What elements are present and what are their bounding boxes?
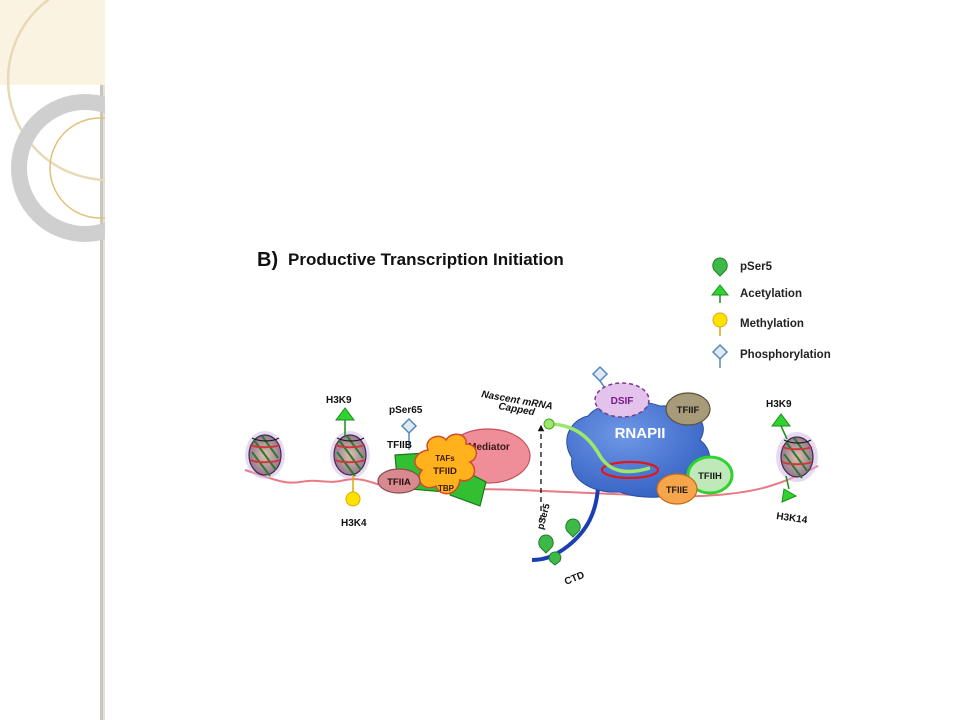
dsif-phosphorylation-icon: [591, 365, 609, 383]
h3k9-right-label: H3K9: [766, 399, 792, 410]
legend-item-acetylation: Acetylation: [710, 284, 802, 303]
tfiid-complex: [414, 433, 478, 495]
h3k4-mark: H3K4: [341, 475, 367, 529]
nucleosome-dna-wrap: [783, 439, 812, 444]
rnapii-label: RNAPII: [615, 425, 666, 442]
tfiih-label: TFIIH: [698, 471, 722, 482]
nucleosome-dna-wrap: [251, 437, 280, 442]
h3k9-left-mark: H3K9: [326, 395, 355, 436]
ctd-tail: [531, 487, 600, 562]
legend-item-phosphorylation: Phosphorylation: [711, 343, 831, 368]
phosphorylation-diamond-icon: [711, 343, 729, 361]
h3k4-methylation-icon: [345, 491, 361, 507]
nucleosome-left-1: [245, 431, 285, 479]
tfiif-label: TFIIF: [677, 405, 700, 416]
dsif-factor: DSIF: [591, 365, 650, 418]
mrna-cap: [543, 418, 555, 430]
acetylation-triangle-icon: [710, 284, 730, 296]
legend-label-pser5: pSer5: [740, 261, 773, 273]
methylation-circle-icon: [712, 312, 728, 328]
pser65-phosphorylation-icon: [400, 417, 418, 435]
ctd-pser5-icon-3: [548, 551, 562, 566]
dsif-ellipse: [594, 382, 650, 418]
transcription-bubble: [600, 460, 660, 480]
pser65-label: pSer65: [389, 405, 423, 416]
ctd-pser5-icon-2: [565, 518, 581, 538]
dna-strand: [244, 465, 819, 498]
h3k14-label: H3K14: [776, 511, 809, 526]
ctd-pser5-icon-1: [538, 534, 554, 554]
rnapii-complex: RNAPII: [543, 400, 711, 498]
nucleosome-right: [776, 432, 818, 482]
nascent-mrna-strand: [547, 422, 651, 474]
tfiia-complex: [377, 468, 421, 494]
nucleosome-dna-wrap: [336, 437, 365, 442]
left-border-line: [103, 0, 105, 720]
nucleosome-red-bands: [249, 444, 281, 464]
legend-item-pser5: pSer5: [712, 257, 773, 277]
tfiib-label: TFIIB: [387, 440, 412, 451]
pser5-teardrop-icon: [712, 257, 728, 277]
pser65-mark: pSer65: [389, 405, 423, 450]
h3k14-mark: H3K14: [776, 475, 809, 526]
tfiie-label: TFIIE: [666, 485, 688, 495]
tfiif-factor: [665, 392, 711, 426]
legend-label-methylation: Methylation: [740, 318, 804, 330]
mediator-label: Mediator: [468, 442, 510, 453]
h3k9-left-label: H3K9: [326, 395, 352, 406]
tfiid-label: TFIID: [433, 466, 457, 477]
left-border-shadow: [100, 0, 105, 720]
preinitiation-complex: pSer65 TFIIB Mediator TAFs TFIID TBP TFI…: [377, 405, 531, 507]
slide-content-area: [105, 0, 960, 720]
dsif-label: DSIF: [611, 396, 634, 407]
nucleosome-red-bands: [334, 444, 366, 464]
h3k4-label: H3K4: [341, 518, 367, 529]
h3k9-right-acetylation-icon: [771, 413, 791, 427]
nucleosome-red-bands: [781, 446, 813, 466]
tfiie-factor: [656, 473, 698, 505]
ctd-label: CTD: [563, 570, 586, 588]
tfiia-label: TFIIA: [387, 477, 411, 488]
pser5-ctd-label: pSer5: [535, 502, 553, 531]
h3k9-right-mark: H3K9: [766, 399, 792, 440]
nucleosome-left-2: [330, 431, 370, 479]
tfiih-factor: [686, 455, 734, 495]
legend-item-methylation: Methylation: [712, 312, 804, 336]
legend-label-acetylation: Acetylation: [740, 288, 802, 300]
tafs-label: TAFs: [435, 454, 455, 463]
legend-label-phosphorylation: Phosphorylation: [740, 349, 831, 361]
panel-letter: B): [257, 249, 278, 271]
figure-title: Productive Transcription Initiation: [288, 250, 564, 269]
ctd-pser5-marks: [538, 518, 581, 566]
legend: pSer5 Acetylation Methylation Phosphoryl…: [710, 257, 831, 368]
tbp-label: TBP: [438, 484, 455, 493]
h3k14-acetylation-icon: [781, 488, 798, 503]
h3k14-stem: [785, 475, 790, 490]
h3k9-left-acetylation-icon: [335, 407, 355, 421]
h3k9-right-stem: [780, 425, 788, 440]
